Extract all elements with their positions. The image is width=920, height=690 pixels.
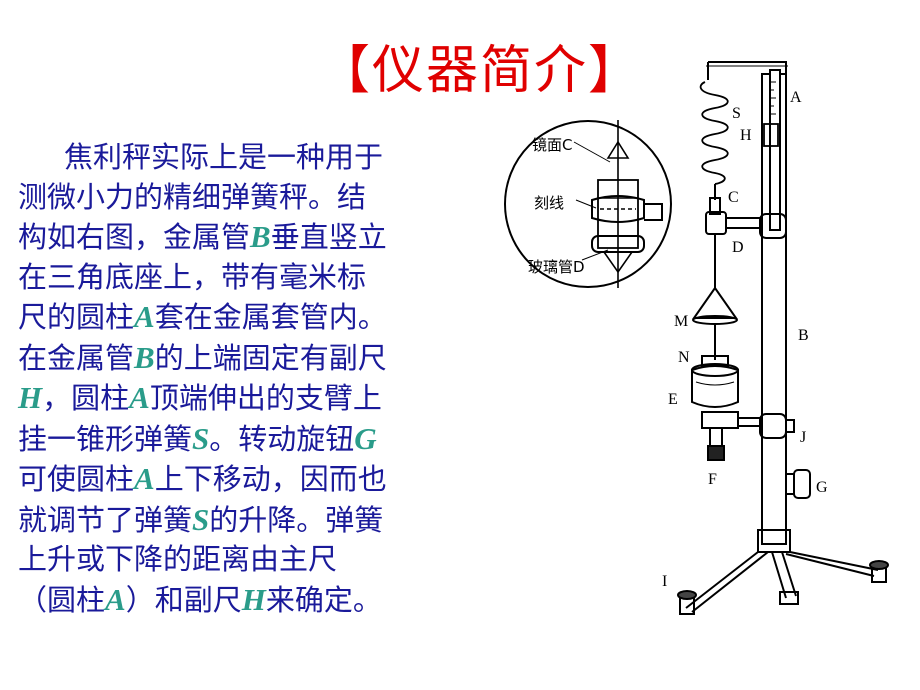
label-c: C [728, 189, 739, 206]
label-d: D [732, 239, 744, 256]
platform [701, 411, 739, 429]
text-segment: 的升降。弹簧 [209, 502, 384, 537]
paragraph-line: 构如右图，金属管B垂直竖立 [18, 217, 480, 258]
beaker-e [691, 365, 739, 408]
label-i: I [662, 573, 667, 590]
paragraph-line: 上升或下降的距离由主尺 [18, 540, 480, 580]
text-segment: 套在金属套管内。 [154, 300, 387, 334]
page-title: 【仪器简介】 [318, 28, 642, 103]
rod-a [769, 69, 781, 231]
label-n: N [678, 349, 690, 366]
text-segment: 尺的圆柱 [18, 300, 135, 334]
paragraph-line: （圆柱A）和副尺H来确定。 [18, 580, 480, 621]
knob-g [793, 469, 811, 499]
text-segment: 测微小力的精细弹簧秤。结 [18, 179, 367, 214]
label-g: G [816, 479, 828, 496]
label-mirror: 镜面C [532, 136, 572, 154]
text-segment: 上下移动，因而也 [154, 462, 387, 496]
variable-symbol: G [354, 420, 377, 456]
variable-symbol: B [134, 339, 155, 375]
clamp-j [759, 413, 787, 439]
label-s: S [732, 105, 741, 122]
text-segment: 来确定。 [265, 582, 382, 617]
variable-symbol: H [18, 380, 43, 415]
paragraph-line: 可使圆柱A上下移动，因而也 [18, 459, 480, 500]
label-j: J [800, 429, 806, 446]
paragraph-line: 就调节了弹簧S的升降。弹簧 [18, 500, 480, 541]
label-glass-tube: 玻璃管D [528, 258, 585, 276]
variable-symbol: A [134, 299, 155, 334]
title-open-bracket: 【 [318, 41, 373, 101]
knob-f [707, 445, 725, 461]
text-segment: 垂直竖立 [270, 220, 387, 254]
balance-apparatus [677, 61, 889, 615]
vernier-h [763, 123, 779, 147]
label-scribe-line: 刻线 [534, 194, 564, 212]
label-b: B [798, 327, 809, 344]
label-e: E [668, 391, 678, 408]
text-segment: 焦利秤实际上是一种用于 [64, 140, 384, 174]
variable-symbol: A [129, 380, 150, 415]
paragraph-line: 测微小力的精细弹簧秤。结 [18, 178, 480, 218]
text-segment: 。转动旋钮 [209, 421, 355, 456]
spring-s [699, 81, 729, 185]
text-segment: ）和副尺 [125, 582, 242, 617]
paragraph-line: 挂一锥形弹簧S。转动旋钮G [18, 419, 480, 460]
label-a: A [790, 89, 802, 106]
paragraph-line: 在金属管B的上端固定有副尺 [18, 338, 480, 379]
text-segment: 在三角底座上，带有毫米标 [18, 259, 367, 294]
text-segment: ，圆柱 [42, 381, 130, 415]
paragraph-line: 尺的圆柱A套在金属套管内。 [18, 297, 480, 338]
text-segment: 在金属管 [18, 340, 135, 375]
label-f: F [708, 471, 717, 488]
variable-symbol: S [192, 420, 210, 456]
paragraph-line: H，圆柱A顶端伸出的支臂上 [18, 378, 480, 419]
paragraph-line: 焦利秤实际上是一种用于 [18, 138, 480, 178]
text-segment: 挂一锥形弹簧 [18, 421, 193, 456]
title-close-bracket: 】 [588, 41, 643, 101]
label-m: M [674, 313, 688, 330]
text-segment: 可使圆柱 [18, 462, 135, 496]
text-segment: 就调节了弹簧 [18, 502, 193, 537]
scale-ticks [770, 81, 776, 115]
tripod-base [685, 551, 879, 613]
text-segment: 构如右图，金属管 [18, 220, 251, 254]
jolly-balance-diagram: 镜面C 刻线 玻璃管D [504, 61, 889, 615]
glass-tube-d [705, 211, 727, 235]
inset-circle [504, 120, 672, 288]
variable-symbol: A [134, 461, 155, 496]
text-segment: （圆柱 [18, 582, 106, 617]
cone-m [692, 286, 738, 319]
text-segment: 上升或下降的距离由主尺 [18, 542, 338, 576]
description-paragraph: 焦利秤实际上是一种用于测微小力的精细弹簧秤。结构如右图，金属管B垂直竖立在三角底… [18, 138, 480, 620]
variable-symbol: B [250, 219, 271, 254]
text-segment: 的上端固定有副尺 [154, 340, 387, 375]
text-segment: 顶端伸出的支臂上 [149, 381, 382, 415]
paragraph-line: 在三角底座上，带有毫米标 [18, 258, 480, 298]
variable-symbol: H [241, 581, 266, 617]
inset-magnifier [504, 120, 672, 288]
title-text: 仪器简介 [372, 41, 589, 101]
label-h: H [740, 127, 752, 144]
variable-symbol: S [192, 501, 210, 537]
variable-symbol: A [105, 581, 126, 617]
